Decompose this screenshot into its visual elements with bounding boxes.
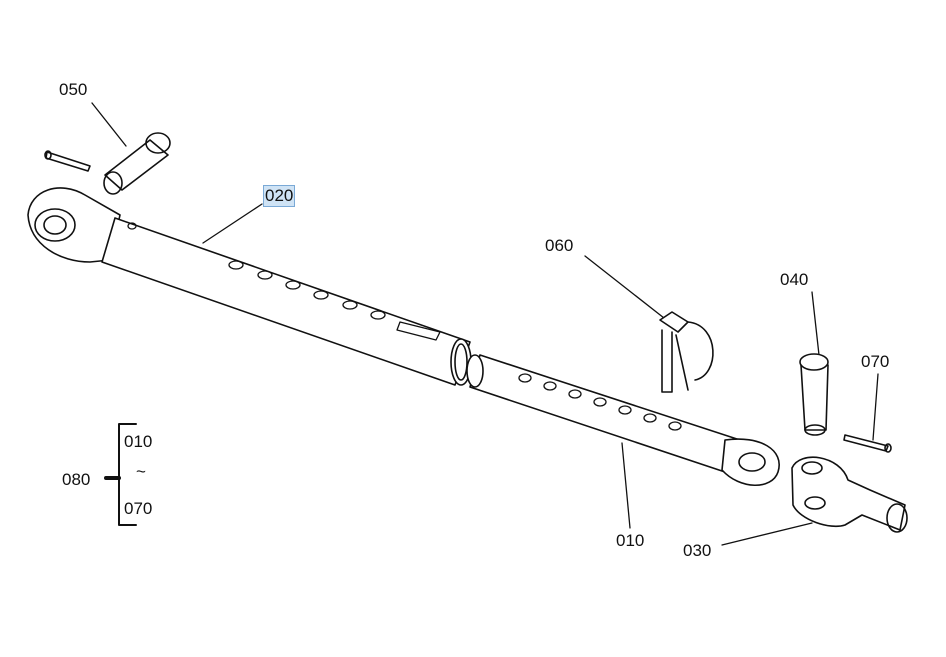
outer-tube-020 — [27, 187, 472, 386]
inner-tube-010 — [466, 354, 780, 486]
part-label-060[interactable]: 060 — [545, 236, 574, 255]
assembly-range-separator: ~ — [136, 462, 146, 481]
part-label-050[interactable]: 050 — [59, 80, 88, 99]
assembly-bracket — [104, 423, 137, 526]
assembly-range-end: 070 — [124, 499, 153, 518]
part-label-040[interactable]: 040 — [780, 270, 809, 289]
part-label-020[interactable]: 020 — [262, 185, 296, 207]
pin-050 — [103, 132, 171, 195]
cotter-pin-left — [44, 150, 91, 172]
part-label-030[interactable]: 030 — [683, 541, 712, 560]
cotter-pin-070 — [843, 434, 892, 453]
part-label-010[interactable]: 010 — [616, 531, 645, 550]
pin-040 — [799, 353, 829, 436]
assembly-range-start: 010 — [124, 432, 153, 451]
part-label-070[interactable]: 070 — [861, 352, 890, 371]
leader-lines — [91, 102, 879, 546]
clevis-030 — [791, 456, 908, 533]
assembly-label-080[interactable]: 080 — [62, 470, 91, 489]
lynch-pin-060 — [659, 311, 714, 393]
